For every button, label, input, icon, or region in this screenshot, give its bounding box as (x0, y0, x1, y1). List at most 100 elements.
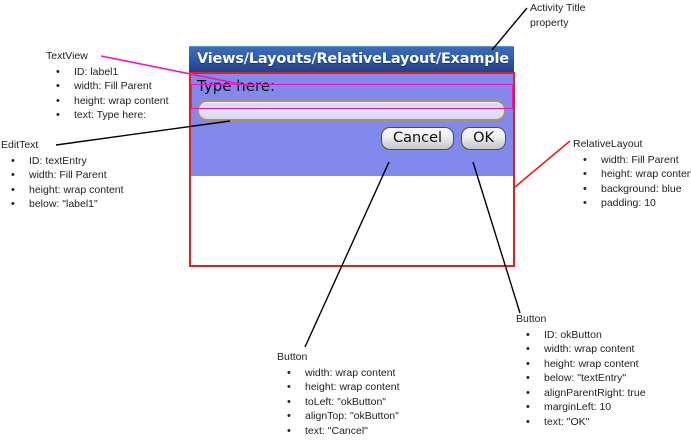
list-item-text: text: "Cancel" (305, 424, 368, 437)
edittext-text-entry[interactable] (197, 100, 506, 121)
list-item: • ID: label1 (46, 65, 169, 80)
bullet-icon: • (287, 424, 291, 437)
list-item: • width: wrap content (516, 342, 646, 357)
list-item-text: height: wrap content (74, 94, 169, 107)
list-item: • width: wrap content (277, 366, 400, 381)
list-item-text: alignParentRight: true (544, 386, 646, 399)
activity-screen: Type here: Cancel OK (189, 72, 514, 272)
list-item: • padding: 10 (573, 196, 691, 211)
list-item-text: width: wrap content (544, 343, 635, 356)
list-item-text: width: Fill Parent (29, 169, 107, 182)
bullet-icon: • (526, 343, 530, 356)
leader-activity-title (491, 7, 528, 51)
list-item: • width: Fill Parent (46, 79, 169, 94)
annotation-activity-title: Activity Title property (530, 2, 585, 30)
cancel-button[interactable]: Cancel (380, 127, 455, 150)
list-item-text: height: wrap content (601, 168, 691, 181)
list-item-text: height: wrap content (305, 381, 400, 394)
bullet-icon: • (56, 80, 60, 93)
list-item: • marginLeft: 10 (516, 400, 646, 415)
annotation-edittext-title: EditText (1, 139, 39, 151)
list-item-text: padding: 10 (601, 197, 656, 210)
list-item: • alignTop: "okButton" (277, 409, 400, 424)
list-item-text: width: wrap content (305, 366, 396, 379)
annotation-cancel-button-list: • width: wrap content • height: wrap conte… (277, 366, 400, 439)
list-item-text: ID: textEntry (29, 154, 87, 167)
relative-layout-container: Type here: Cancel OK (189, 72, 514, 176)
list-item: • height: wrap content (1, 183, 124, 198)
list-item: • height: wrap content (573, 167, 691, 182)
annotation-textview-title: TextView (46, 50, 88, 62)
list-item-text: toLeft: "okButton" (305, 395, 387, 408)
list-item: • below: "label1" (1, 197, 124, 212)
list-item: • text: "OK" (516, 415, 646, 430)
list-item-text: marginLeft: 10 (544, 401, 612, 414)
bullet-icon: • (583, 168, 587, 181)
annotation-ok-button: Button • ID: okButton • width: wrap conten… (516, 313, 646, 430)
annotation-relativelayout-title: RelativeLayout (573, 138, 643, 150)
bullet-icon: • (583, 153, 587, 166)
list-item: • text: Type here: (46, 108, 169, 123)
annotation-activity-title-line1: Activity Title (530, 2, 586, 14)
list-item-text: text: Type here: (74, 109, 147, 122)
list-item: • ID: textEntry (1, 154, 124, 169)
list-item-text: width: Fill Parent (74, 80, 152, 93)
bullet-icon: • (11, 169, 15, 182)
bullet-icon: • (287, 395, 291, 408)
list-item-text: text: "OK" (544, 416, 590, 429)
bullet-icon: • (526, 328, 530, 341)
list-item: • below: "textEntry" (516, 371, 646, 386)
list-item: • width: Fill Parent (573, 153, 691, 168)
list-item-text: below: "textEntry" (544, 372, 627, 385)
annotation-ok-button-title: Button (516, 313, 547, 325)
annotation-relativelayout: RelativeLayout • width: Fill Parent • heig… (573, 138, 691, 211)
list-item-text: height: wrap content (29, 183, 124, 196)
bullet-icon: • (11, 183, 15, 196)
list-item-text: ID: okButton (544, 328, 602, 341)
list-item: • height: wrap content (277, 380, 400, 395)
annotation-ok-button-list: • ID: okButton • width: wrap content • heig… (516, 328, 646, 430)
bullet-icon: • (526, 416, 530, 429)
list-item-text: below: "label1" (29, 198, 98, 211)
bullet-icon: • (11, 198, 15, 211)
annotation-relativelayout-list: • width: Fill Parent • height: wrap conten… (573, 153, 691, 211)
list-item: • height: wrap content (516, 357, 646, 372)
list-item: • width: Fill Parent (1, 168, 124, 183)
annotation-cancel-button-title: Button (277, 351, 308, 363)
bullet-icon: • (526, 401, 530, 414)
annotation-activity-title-line2: property (530, 16, 569, 29)
annotation-cancel-button: Button • width: wrap content • height: wra… (277, 351, 400, 438)
textview-label1: Type here: (197, 77, 276, 95)
bullet-icon: • (56, 65, 60, 78)
activity-title-text: Views/Layouts/RelativeLayout/Example (197, 51, 509, 67)
list-item: • height: wrap content (46, 94, 169, 109)
bullet-icon: • (526, 386, 530, 399)
bullet-icon: • (583, 182, 587, 195)
list-item: • toLeft: "okButton" (277, 395, 400, 410)
relative-layout-padding-box: Type here: Cancel OK (197, 76, 506, 168)
bullet-icon: • (11, 154, 15, 167)
android-activity-mock: Views/Layouts/RelativeLayout/Example Typ… (189, 46, 514, 272)
list-item-text: alignTop: "okButton" (305, 410, 399, 423)
list-item: • background: blue (573, 182, 691, 197)
bullet-icon: • (56, 94, 60, 107)
list-item: • alignParentRight: true (516, 386, 646, 401)
bullet-icon: • (287, 381, 291, 394)
bullet-icon: • (287, 410, 291, 423)
list-item-text: background: blue (601, 182, 682, 195)
annotation-edittext-list: • ID: textEntry • width: Fill Parent • heig… (1, 154, 124, 212)
bullet-icon: • (583, 197, 587, 210)
annotation-edittext: EditText • ID: textEntry • width: Fill Par… (1, 139, 124, 212)
list-item: • ID: okButton (516, 328, 646, 343)
bullet-icon: • (526, 372, 530, 385)
button-row: Cancel OK (380, 127, 506, 150)
ok-button[interactable]: OK (461, 127, 506, 150)
list-item-text: ID: label1 (74, 65, 119, 78)
bullet-icon: • (56, 109, 60, 122)
bullet-icon: • (287, 366, 291, 379)
list-item-text: height: wrap content (544, 357, 639, 370)
annotation-textview-list: • ID: label1 • width: Fill Parent • height:… (46, 65, 169, 123)
bullet-icon: • (526, 357, 530, 370)
list-item: • text: "Cancel" (277, 424, 400, 439)
list-item-text: width: Fill Parent (601, 153, 679, 166)
